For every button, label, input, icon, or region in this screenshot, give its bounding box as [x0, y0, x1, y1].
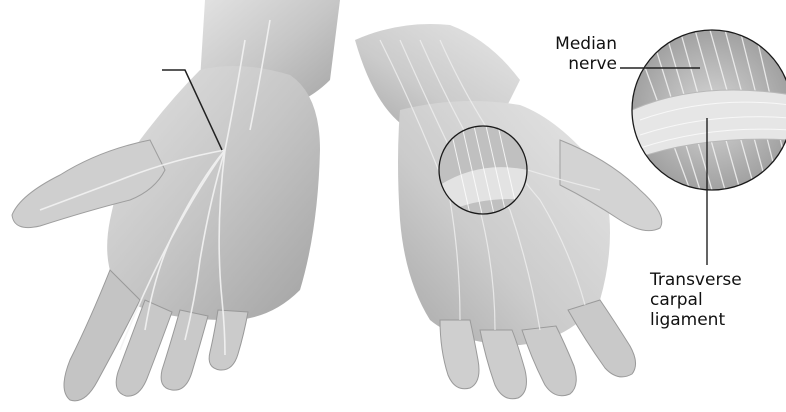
left-hand [12, 0, 340, 401]
median-nerve-label: Median nerve [545, 34, 617, 74]
transverse-carpal-ligament-label: Transverse carpal ligament [650, 270, 742, 330]
right-hand [355, 24, 662, 399]
zoom-inset [632, 30, 786, 190]
